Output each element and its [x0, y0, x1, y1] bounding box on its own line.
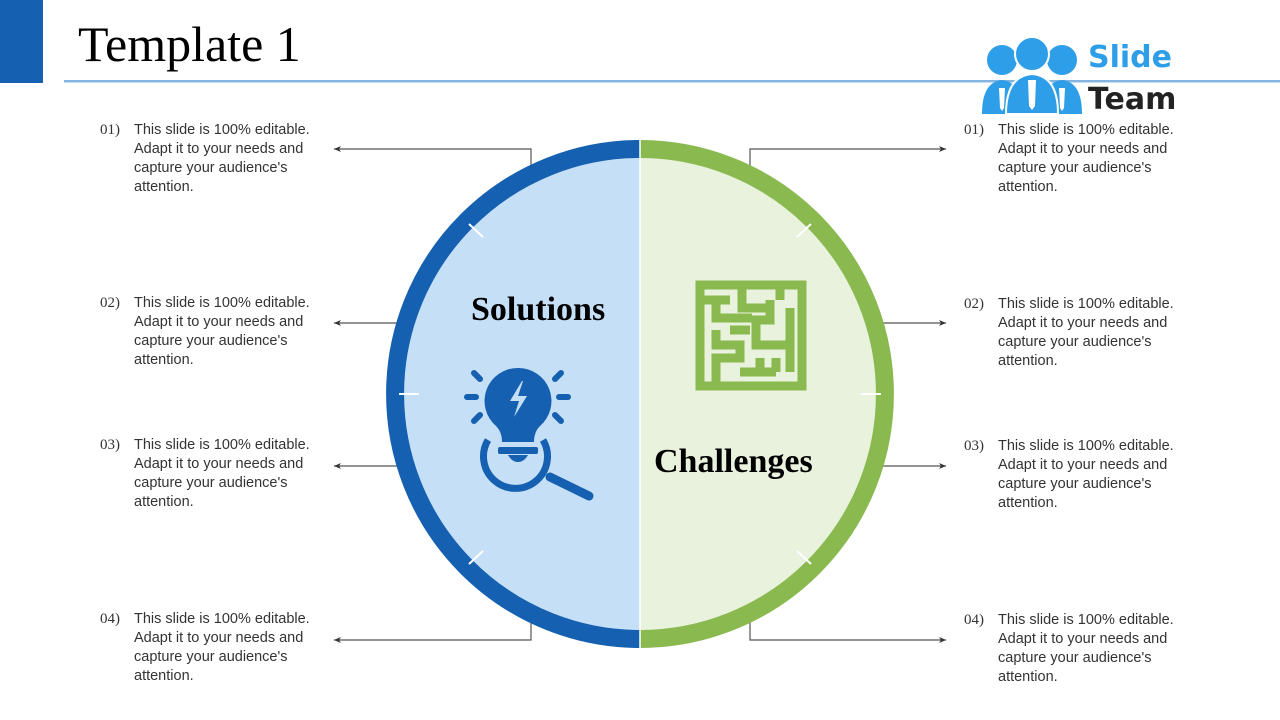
- item-text: This slide is 100% editable. Adapt it to…: [134, 437, 310, 510]
- item-text: This slide is 100% editable. Adapt it to…: [998, 612, 1174, 685]
- slideteam-logo: Slide Team: [980, 36, 1180, 120]
- item-number: 04): [964, 612, 984, 628]
- item-number: 02): [100, 295, 120, 311]
- logo-text-slide: Slide: [1088, 40, 1172, 75]
- challenges-ring: [639, 140, 894, 648]
- item-number: 01): [964, 122, 984, 138]
- item-number: 01): [100, 122, 120, 138]
- maze-icon: [695, 280, 807, 391]
- item-text: This slide is 100% editable. Adapt it to…: [998, 122, 1174, 195]
- solutions-ring: [386, 140, 641, 648]
- item-text: This slide is 100% editable. Adapt it to…: [134, 295, 310, 368]
- logo-text-team: Team: [1088, 82, 1177, 117]
- challenges-heading: Challenges: [654, 443, 813, 480]
- page-title: Template 1: [78, 16, 301, 72]
- item-text: This slide is 100% editable. Adapt it to…: [998, 438, 1174, 511]
- item-number: 04): [100, 611, 120, 627]
- item-number: 02): [964, 296, 984, 312]
- challenges-half-fill: [640, 149, 885, 639]
- solutions-heading: Solutions: [471, 291, 606, 328]
- item-text: This slide is 100% editable. Adapt it to…: [998, 296, 1174, 369]
- title-accent-bar: [0, 0, 43, 83]
- item-number: 03): [100, 437, 120, 453]
- title-divider-shadow: [64, 82, 1280, 83]
- item-text: This slide is 100% editable. Adapt it to…: [134, 611, 310, 684]
- item-text: This slide is 100% editable. Adapt it to…: [134, 122, 310, 195]
- item-number: 03): [964, 438, 984, 454]
- title-divider: [64, 80, 1280, 82]
- lightbulb-search-icon: [464, 367, 594, 501]
- people-group-icon: [982, 36, 1082, 115]
